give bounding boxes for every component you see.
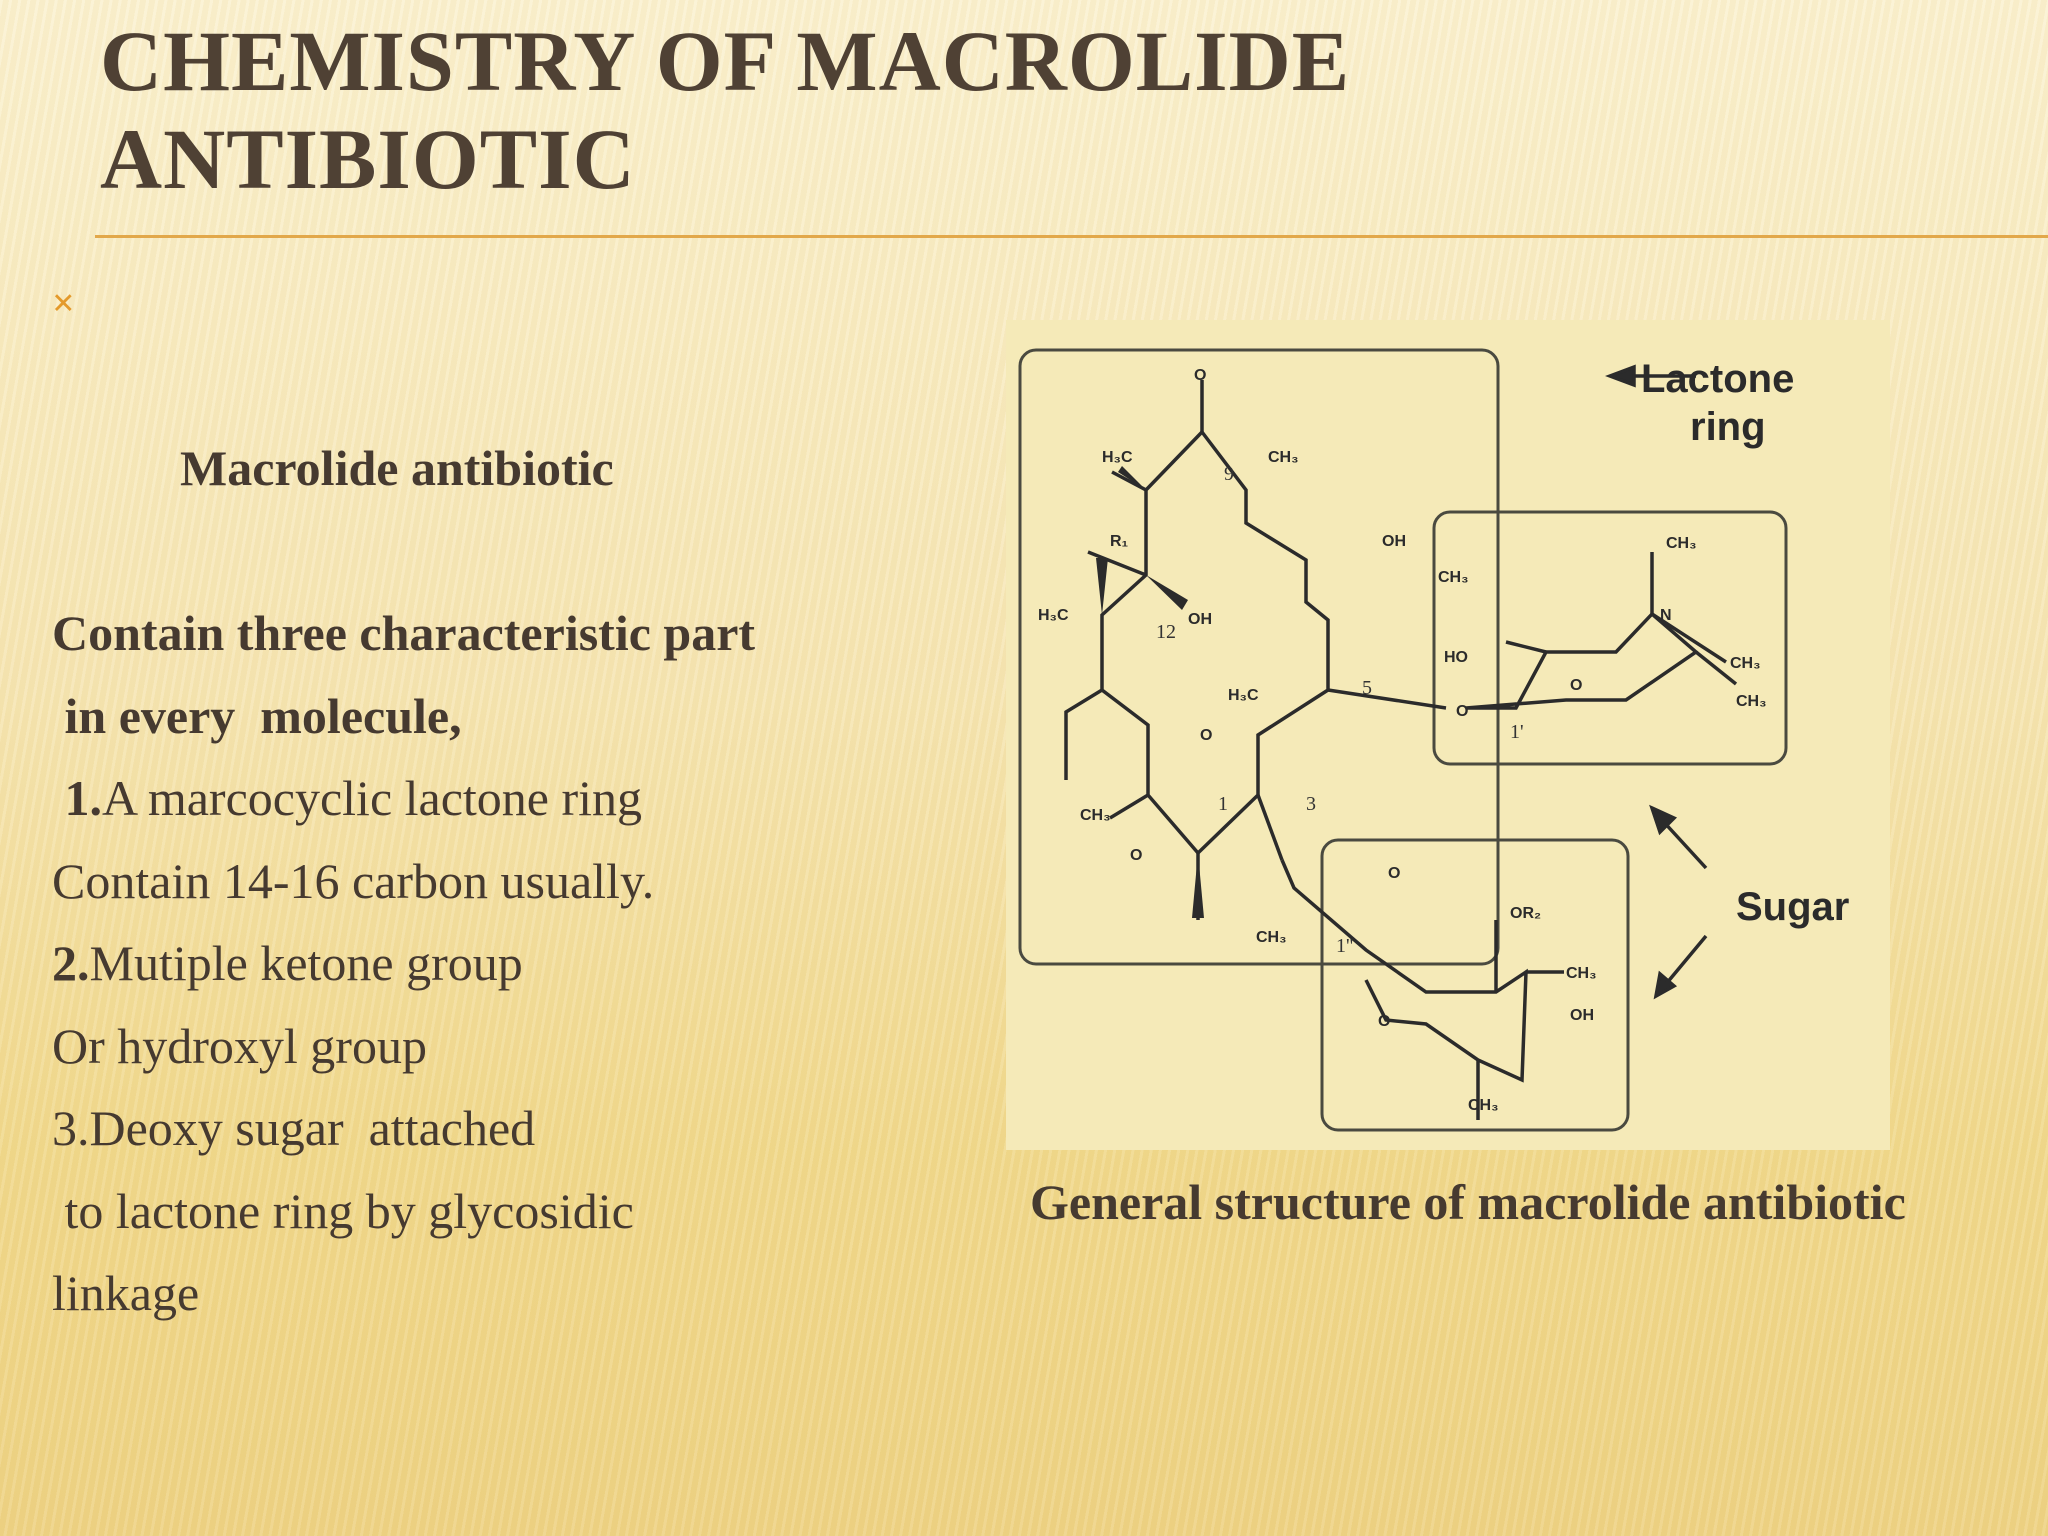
title-line-1: CHEMISTRY OF MACROLIDE (100, 13, 1351, 109)
point-2-text: Mutiple ketone group (89, 935, 523, 991)
text-line: Or hydroxyl group (52, 1017, 427, 1074)
point-2: 2.Mutiple ketone group (52, 922, 952, 1005)
point-1-text: A marcocyclic lactone ring (102, 770, 643, 826)
atom-label: CH₃ (1666, 535, 1697, 552)
text-line: to lactone ring by glycosidic (52, 1182, 634, 1239)
text-line: 3.Deoxy sugar attached (52, 1100, 536, 1156)
bullet-item: × Macrolide antibiotic (52, 262, 952, 592)
atom-label: 9 (1224, 463, 1234, 485)
atom-label: 1' (1510, 721, 1524, 743)
title-line-2: ANTIBIOTIC (100, 111, 636, 207)
atom-label: H₃C (1228, 687, 1259, 704)
atom-label: OH (1382, 533, 1406, 550)
atom-label: O (1456, 703, 1468, 720)
atom-label: CH₃ (1438, 569, 1469, 586)
atom-label: H₃C (1102, 449, 1133, 466)
atom-label: CH₃ (1256, 929, 1287, 946)
atom-label: CH₃ (1268, 449, 1299, 466)
label-lactone-line1: Lactone (1641, 357, 1794, 401)
atom-label: O (1378, 1013, 1390, 1030)
point-2-number: 2. (52, 935, 90, 991)
wedge-bond (1192, 853, 1204, 918)
bullet-x-icon: × (52, 280, 75, 325)
text-line: in every molecule, (52, 687, 462, 744)
structure-diagram: Lactone ring Sugar O H₃C CH₃ 9 R₁ OH OH … (1018, 348, 1849, 1132)
atom-label: CH₃ (1736, 693, 1767, 710)
atom-label: 3 (1306, 793, 1316, 815)
label-sugar: Sugar (1736, 885, 1849, 929)
point-1-number: 1. (52, 770, 103, 826)
atom-label: O (1194, 367, 1206, 384)
atom-label: H₃C (1038, 607, 1069, 624)
atom-label: O (1200, 727, 1212, 744)
wedge-bond (1096, 558, 1108, 615)
atom-label: R₁ (1110, 533, 1129, 550)
atom-label: CH₃ (1730, 655, 1761, 672)
pointer-arrows (1605, 364, 1708, 1000)
atom-label: 1'' (1336, 935, 1353, 957)
point-1: 1.A marcocyclic lactone ring (52, 757, 952, 840)
bullet-text: Macrolide antibiotic (180, 440, 614, 496)
atom-label: HO (1444, 649, 1468, 666)
atom-label: OH (1570, 1007, 1594, 1024)
atom-label: N (1660, 607, 1672, 624)
label-lactone-line2: ring (1690, 405, 1766, 449)
sugar-1-bonds (1327, 552, 1738, 710)
sugar-box-1 (1432, 510, 1788, 766)
text-line: Contain three characteristic part (52, 605, 756, 661)
atom-label: O (1570, 677, 1582, 694)
atom-label: O (1130, 847, 1142, 864)
sugar-2-bonds (1256, 794, 1564, 1120)
macrolide-structure-figure: Lactone ring Sugar O H₃C CH₃ 9 R₁ OH OH … (1006, 320, 1890, 1150)
atom-label: 12 (1156, 621, 1176, 643)
atom-label: 5 (1362, 677, 1372, 699)
atom-label: OH (1188, 611, 1212, 628)
atom-label: CH₃ (1080, 807, 1111, 824)
sugar-box-2 (1320, 838, 1630, 1132)
atom-label: O (1388, 865, 1400, 882)
text-line: Contain 14-16 carbon usually. (52, 852, 655, 909)
wedge-bond (1146, 575, 1188, 610)
wedge-bond (1118, 466, 1146, 490)
atom-label: 1 (1218, 793, 1228, 815)
figure-caption: General structure of macrolide antibioti… (1030, 1174, 1906, 1230)
slide-title: CHEMISTRY OF MACROLIDE ANTIBIOTIC (100, 12, 1500, 208)
title-divider (95, 235, 2048, 238)
lactone-ring-box (1018, 348, 1500, 966)
atom-label: OR₂ (1510, 905, 1541, 922)
text-line: linkage (52, 1265, 200, 1321)
content-text: × Macrolide antibiotic Contain three cha… (52, 262, 952, 1335)
atom-label: CH₃ (1566, 965, 1597, 982)
atom-label: CH₃ (1468, 1097, 1499, 1114)
